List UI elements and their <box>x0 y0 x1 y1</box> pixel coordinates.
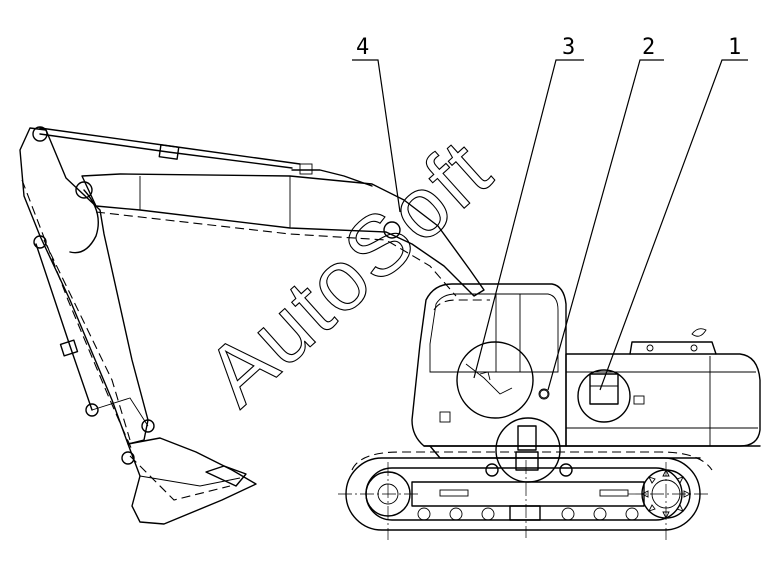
bucket-cylinder <box>35 243 93 411</box>
frame-plate-left <box>439 489 469 497</box>
arm-tip-pin <box>141 419 155 433</box>
detail-3-part <box>465 363 513 395</box>
cylinder-rear <box>291 169 373 187</box>
link-pin <box>85 403 99 417</box>
arm-dashed-left <box>21 179 133 451</box>
frame-plate-right <box>599 489 629 497</box>
carrier-roller-right <box>559 463 573 477</box>
detail-1-unit <box>589 373 619 405</box>
boom-pin <box>383 221 401 239</box>
swivel-joint-upper <box>517 425 537 451</box>
cab-dashed-contour <box>433 299 490 311</box>
leader-4 <box>352 59 401 213</box>
boom-dashed-lower <box>95 211 457 297</box>
callout-leaders <box>352 59 748 391</box>
exhaust-cap <box>691 328 707 337</box>
cab-handle <box>538 388 550 400</box>
cab-window-frame <box>429 293 559 373</box>
arm-cylinder-rod <box>39 133 293 169</box>
track-assembly <box>338 451 713 540</box>
callout-2: 2 <box>642 35 655 60</box>
leader-1 <box>599 59 748 391</box>
watermark: AutoSoft <box>188 121 509 424</box>
carrier-roller-left <box>485 463 499 477</box>
track-frame <box>411 481 645 507</box>
front-attachment <box>19 126 485 525</box>
cylinder-bracket <box>299 163 313 175</box>
bucket <box>127 437 257 525</box>
arm-mid-pin <box>33 235 47 249</box>
bucket-pin <box>121 451 135 465</box>
detail-circle-swivel <box>495 417 561 483</box>
bottom-rollers <box>417 507 639 521</box>
hood-bolt-right <box>690 344 698 352</box>
swivel-joint-lower <box>515 451 539 471</box>
bucket-teeth <box>205 465 247 487</box>
detail-markers <box>456 341 631 483</box>
detail-2-point <box>539 389 549 399</box>
hose-loop <box>69 189 99 254</box>
bucket-link <box>91 397 149 427</box>
cylinder-clamp <box>158 144 180 160</box>
engine-housing <box>565 353 761 447</box>
engine-hood <box>629 341 717 355</box>
arm-pivot-pin <box>75 181 93 199</box>
leader-2 <box>547 59 664 391</box>
callout-3: 3 <box>562 35 575 60</box>
arm-dashed-inner <box>43 239 131 441</box>
bucket-cylinder-clamp <box>59 339 79 357</box>
hood-bolt-left <box>646 344 654 352</box>
side-latch <box>633 395 645 405</box>
arm-top-pin <box>32 126 48 142</box>
center-block <box>509 505 541 521</box>
cab-body <box>411 283 567 447</box>
detail-circle-3 <box>456 341 534 419</box>
cab-step <box>439 411 451 423</box>
bucket-inner <box>139 475 241 487</box>
upper-structure <box>411 283 761 459</box>
bucket-dashed <box>129 455 231 501</box>
boom <box>81 173 485 297</box>
leader-3 <box>473 59 584 379</box>
callout-1: 1 <box>728 35 741 60</box>
arm <box>19 127 149 445</box>
detail-circle-1 <box>577 369 631 423</box>
callout-4: 4 <box>356 35 369 60</box>
deck-lower <box>429 445 701 459</box>
